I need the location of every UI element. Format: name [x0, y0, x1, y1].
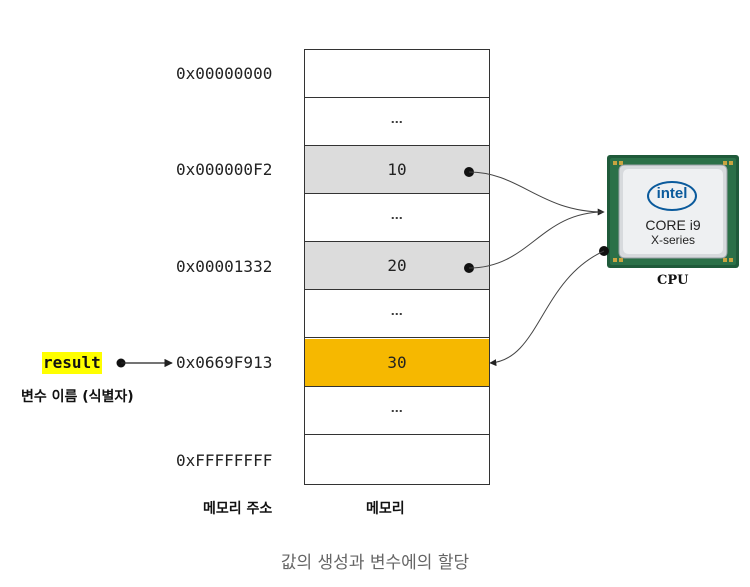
address-label-end: 0xFFFFFFFF [176, 451, 273, 470]
memory-cell-ellipsis: ⋮ [305, 194, 489, 242]
figure-title: 값의 생성과 변수에의 할당 [280, 553, 470, 573]
memory-value: 20 [387, 256, 407, 275]
address-label-f2: 0x000000F2 [176, 160, 273, 179]
cpu-label: CPU [657, 273, 689, 288]
arrow-value-10-to-cpu [468, 171, 605, 216]
intel-logo-text: intel [656, 185, 688, 202]
memory-column-label: 메모리 [366, 501, 405, 517]
intel-logo-ring [647, 181, 697, 211]
arrow-value-20-to-cpu [468, 211, 605, 269]
memory-value: 10 [387, 160, 407, 179]
address-label-1332: 0x00001332 [176, 257, 273, 276]
cpu-series: X-series [650, 233, 695, 247]
memory-cell-value-20: 20 [305, 242, 489, 290]
variable-caption: 변수 이름 (식별자) [21, 389, 134, 405]
memory-cell-ellipsis: ⋮ [305, 387, 489, 435]
memory-cell-ellipsis: ⋮ [305, 290, 489, 338]
arrow-cpu-to-value-30 [489, 250, 605, 367]
address-column-label: 메모리 주소 [203, 501, 273, 517]
memory-cell-ellipsis: ⋮ [305, 98, 489, 146]
address-label-f913: 0x0669F913 [176, 353, 273, 372]
memory-cell-value-30: 30 [305, 339, 489, 387]
memory-value: 30 [387, 353, 407, 372]
variable-name: result [42, 352, 102, 374]
cpu-model: CORE i9 [645, 217, 701, 233]
memory-cell-value-10: 10 [305, 146, 489, 194]
cpu-chip-text: intel CORE i9 X-series [607, 155, 739, 268]
memory-cell [305, 50, 489, 98]
memory-block: ⋮ 10 ⋮ 20 ⋮ 30 ⋮ [304, 49, 490, 485]
address-label-start: 0x00000000 [176, 64, 273, 83]
